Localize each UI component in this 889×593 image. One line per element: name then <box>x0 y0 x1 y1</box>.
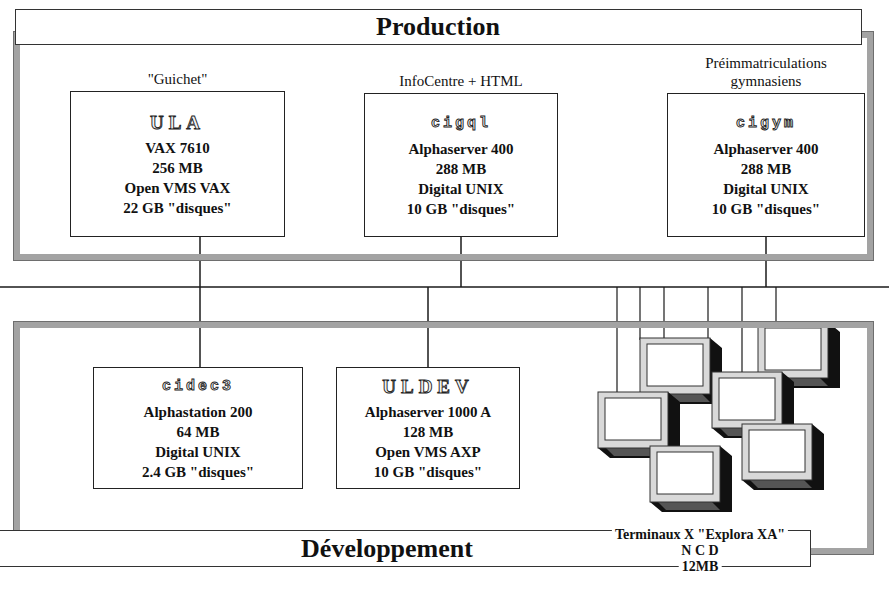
spec-line: Open VMS AXP <box>375 442 481 462</box>
group-band: Production"Guichet"ULAVAX 7610256 MBOpen… <box>14 32 873 260</box>
spec-line: 64 MB <box>177 422 220 442</box>
spec-line: Digital UNIX <box>155 442 240 462</box>
spec-line: 10 GB "disques" <box>407 199 515 219</box>
spec-line: Digital UNIX <box>723 179 808 199</box>
x-terminal <box>650 446 732 512</box>
spec-line: 128 MB <box>403 422 453 442</box>
spec-line: Alphastation 200 <box>144 402 253 422</box>
spec-line: 288 MB <box>741 159 791 179</box>
bus-stub <box>765 237 767 287</box>
spec-line: 288 MB <box>436 159 486 179</box>
x-terminal <box>742 424 824 490</box>
spec-line: Digital UNIX <box>418 179 503 199</box>
box-heading: InfoCentre + HTML <box>397 72 524 90</box>
box-heading: "Guichet" <box>146 70 210 88</box>
terminal-label: N C D <box>678 543 721 559</box>
box-heading: Préimmatriculations gymnasiens <box>679 54 853 90</box>
group-title: Production <box>15 9 862 45</box>
spec-line: VAX 7610 <box>145 138 209 158</box>
terminal-label: 12MB <box>679 559 722 575</box>
bus-stub <box>199 287 201 372</box>
bus-stub <box>199 237 201 287</box>
spec-line: Open VMS VAX <box>125 178 231 198</box>
server-box: ULDEVAlphaserver 1000 A128 MBOpen VMS AX… <box>336 367 520 489</box>
spec-line: 10 GB "disques" <box>374 462 482 482</box>
terminal-wire <box>616 287 617 394</box>
terminal-label: Terminaux X "Explora XA" <box>612 527 788 543</box>
bus-stub <box>427 287 429 372</box>
spec-line: Alphaserver 1000 A <box>365 402 491 422</box>
spec-line: 2.4 GB "disques" <box>142 462 254 482</box>
server-box: "Guichet"ULAVAX 7610256 MBOpen VMS VAX22… <box>70 91 285 237</box>
host-name: cidec3 <box>162 374 234 400</box>
bus-line <box>0 286 889 288</box>
server-box: InfoCentre + HTMLcigqlAlphaserver 400288… <box>364 93 558 237</box>
server-box: Préimmatriculations gymnasienscigymAlpha… <box>667 93 865 237</box>
spec-line: 256 MB <box>152 158 202 178</box>
host-name: cigym <box>736 111 796 137</box>
spec-line: Alphaserver 400 <box>713 139 818 159</box>
server-box: cidec3Alphastation 20064 MBDigital UNIX2… <box>93 367 303 489</box>
terminal-illustration <box>598 287 840 512</box>
terminal-wire <box>775 287 776 324</box>
bus-stub <box>460 237 462 287</box>
host-name: cigql <box>431 111 491 137</box>
spec-line: Alphaserver 400 <box>408 139 513 159</box>
spec-line: 22 GB "disques" <box>123 198 231 218</box>
group-band: Développementcidec3Alphastation 20064 MB… <box>14 322 873 554</box>
terminal-wire <box>639 287 640 340</box>
spec-line: 10 GB "disques" <box>712 199 820 219</box>
host-name: ULDEV <box>382 374 474 400</box>
host-name: ULA <box>150 110 205 136</box>
